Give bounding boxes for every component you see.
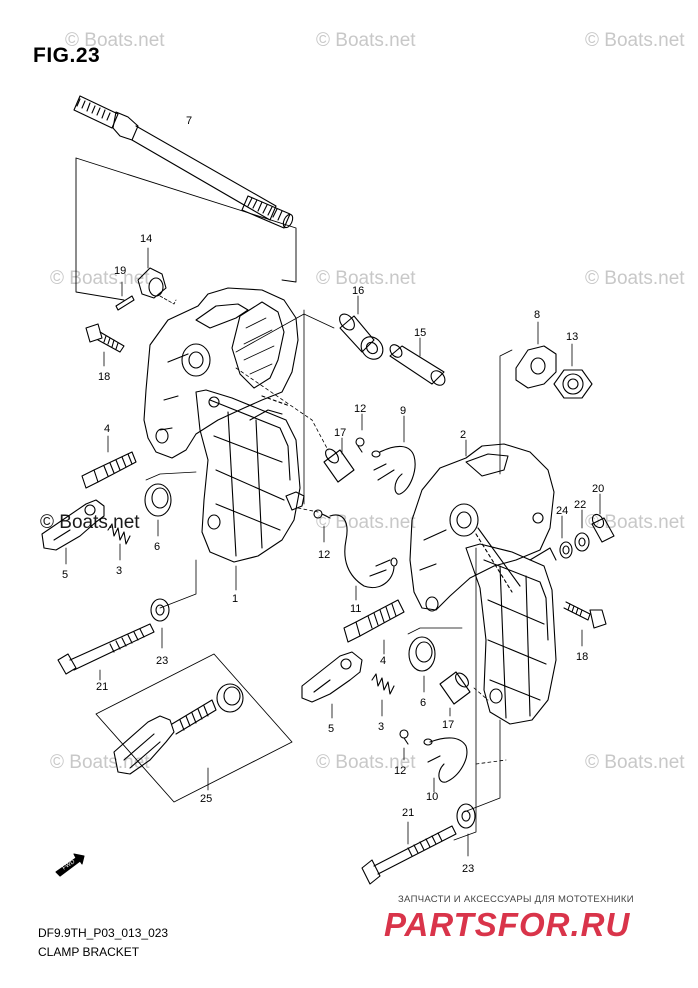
- part-25-lever-assembly: [113, 683, 244, 775]
- part-3-spring-left: [107, 523, 131, 545]
- watermark: © Boats.net: [316, 752, 416, 773]
- part-label-21: 21: [96, 681, 108, 693]
- brand-tagline: ЗАПЧАСТИ И АКСЕССУАРЫ ДЛЯ МОТОТЕХНИКИ: [398, 894, 634, 905]
- part-18-bolt-left: [85, 323, 125, 353]
- watermark: © Boats.net: [50, 268, 150, 289]
- part-label-15: 15: [414, 327, 426, 339]
- part-label-4: 4: [380, 655, 386, 667]
- part-17-collar-upper: [323, 448, 355, 483]
- watermark: © Boats.net: [316, 512, 416, 533]
- part-label-23: 23: [462, 863, 474, 875]
- part-label-10: 10: [426, 791, 438, 803]
- part-label-13: 13: [566, 331, 578, 343]
- part-17-collar-lower: [439, 671, 471, 705]
- part-19-pin: [115, 295, 135, 311]
- part-label-3: 3: [116, 565, 122, 577]
- part-label-7: 7: [186, 115, 192, 127]
- part-24-washer: [559, 541, 573, 559]
- part-label-6: 6: [420, 697, 426, 709]
- part-3-spring-right: [371, 673, 395, 695]
- part-14-bush: [137, 267, 167, 299]
- part-label-11: 11: [350, 603, 361, 615]
- watermark: © Boats.net: [50, 752, 150, 773]
- part-label-25: 25: [200, 793, 212, 805]
- part-label-21: 21: [402, 807, 414, 819]
- drawing-code: DF9.9TH_P03_013_023: [38, 926, 169, 940]
- part-11-ground-wire: [329, 514, 398, 588]
- part-label-5: 5: [328, 723, 334, 735]
- part-label-9: 9: [400, 405, 406, 417]
- part-label-14: 14: [140, 233, 152, 245]
- watermark: © Boats.net: [65, 30, 165, 51]
- part-21-bolt-left: [57, 623, 155, 675]
- part-7-bolt: [73, 95, 294, 229]
- part-label-4: 4: [104, 423, 110, 435]
- fwd-arrow-icon: FWD: [55, 853, 85, 877]
- part-label-12: 12: [394, 765, 406, 777]
- part-label-8: 8: [534, 309, 540, 321]
- part-label-20: 20: [592, 483, 604, 495]
- brand-logo: PARTSFOR.RU: [384, 906, 631, 943]
- drawing-caption: CLAMP BRACKET: [38, 945, 140, 959]
- part-label-17: 17: [334, 427, 346, 439]
- watermark: © Boats.net: [40, 512, 140, 533]
- part-label-6: 6: [154, 541, 160, 553]
- part-10-ground-wire: [423, 737, 468, 783]
- watermark: © Boats.net: [585, 752, 685, 773]
- part-16-bush: [339, 313, 384, 360]
- part-label-12: 12: [354, 403, 366, 415]
- part-5-lever-left: [41, 499, 105, 551]
- watermark: © Boats.net: [316, 30, 416, 51]
- watermark: © Boats.net: [316, 268, 416, 289]
- part-1-clamp-bracket: [143, 287, 305, 563]
- watermark: © Boats.net: [585, 30, 685, 51]
- part-21-bolt-right: [361, 825, 457, 885]
- watermark: © Boats.net: [585, 268, 685, 289]
- part-20-collar: [591, 513, 615, 543]
- part-23-washer-right: [456, 803, 476, 829]
- part-22-washer: [574, 532, 590, 552]
- part-8-plate: [515, 345, 557, 389]
- part-12-screw-lower: [399, 729, 409, 745]
- part-12-screw-upper: [355, 437, 365, 453]
- part-23-washer-left: [150, 598, 170, 622]
- part-2-clamp-bracket: [409, 443, 557, 725]
- part-label-16: 16: [352, 285, 364, 297]
- part-15-pin: [389, 344, 446, 386]
- part-18-bolt-right: [563, 601, 607, 629]
- part-5-lever-right: [301, 651, 363, 703]
- part-label-24: 24: [556, 505, 568, 517]
- part-label-18: 18: [98, 371, 110, 383]
- part-label-18: 18: [576, 651, 588, 663]
- part-label-12: 12: [318, 549, 330, 561]
- part-label-5: 5: [62, 569, 68, 581]
- part-label-23: 23: [156, 655, 168, 667]
- part-label-19: 19: [114, 265, 126, 277]
- part-label-22: 22: [574, 499, 586, 511]
- part-9-ground-wire: [371, 445, 416, 495]
- part-13-nut: [553, 369, 593, 399]
- part-label-2: 2: [460, 429, 466, 441]
- part-6-pad-right: [408, 636, 436, 672]
- part-6-pad-left: [144, 483, 172, 517]
- part-4-screw-right: [343, 599, 405, 643]
- part-label-3: 3: [378, 721, 384, 733]
- part-label-1: 1: [232, 593, 238, 605]
- figure-title: FIG.23: [33, 44, 101, 67]
- part-12-screw-mid: [313, 509, 331, 519]
- part-label-17: 17: [442, 719, 454, 731]
- part-4-screw-left: [81, 451, 137, 489]
